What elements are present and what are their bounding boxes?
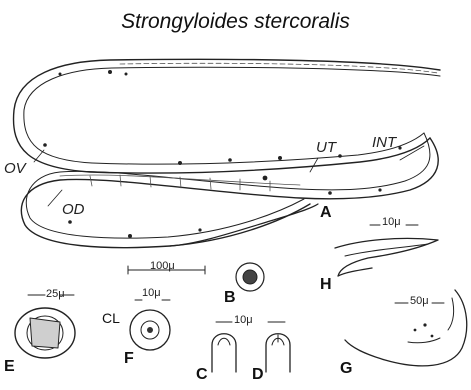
body-cells bbox=[43, 70, 401, 238]
figure-h bbox=[335, 225, 438, 276]
figure-c bbox=[212, 334, 236, 372]
label-f: F bbox=[124, 350, 134, 368]
scale-label-f: 10μ bbox=[142, 287, 161, 299]
figure-title: Strongyloides stercoralis bbox=[0, 10, 471, 34]
label-d: D bbox=[252, 366, 264, 384]
worm-lower-inner bbox=[26, 133, 430, 238]
worm-tail bbox=[170, 204, 318, 246]
label-ov: OV bbox=[4, 160, 26, 177]
label-h: H bbox=[320, 276, 332, 294]
figure-b bbox=[236, 263, 264, 291]
scale-label-g: 50μ bbox=[410, 295, 429, 307]
label-ut: UT bbox=[316, 139, 336, 156]
label-cl: CL bbox=[102, 310, 120, 326]
leader-ov bbox=[34, 150, 44, 162]
figure-f bbox=[130, 300, 170, 350]
scale-label-h: 10μ bbox=[382, 216, 401, 228]
leader-ut bbox=[310, 158, 318, 172]
label-od: OD bbox=[62, 201, 85, 218]
scale-label-main: 100μ bbox=[150, 260, 175, 272]
scale-label-e: 25μ bbox=[46, 288, 65, 300]
label-c: C bbox=[196, 366, 208, 384]
label-b: B bbox=[224, 289, 236, 307]
label-a: A bbox=[320, 204, 332, 222]
scale-label-cd: 10μ bbox=[234, 314, 253, 326]
worm-upper-outline bbox=[14, 59, 440, 173]
label-g: G bbox=[340, 360, 352, 378]
worm-body-a bbox=[14, 59, 440, 247]
worm-right-loop bbox=[21, 138, 438, 248]
figure-e bbox=[15, 295, 75, 358]
label-e: E bbox=[4, 358, 15, 376]
figure-d bbox=[216, 322, 290, 372]
figure-g bbox=[345, 290, 467, 366]
label-int: INT bbox=[372, 134, 396, 151]
leader-od bbox=[48, 190, 62, 206]
